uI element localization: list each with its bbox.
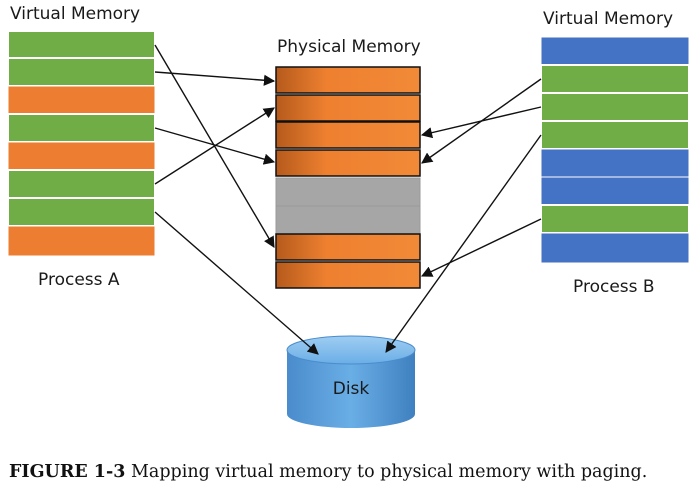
physical-frame-4 bbox=[275, 177, 421, 207]
process-b-page-7 bbox=[540, 232, 690, 264]
arrow-a-page5-to-frame1 bbox=[154, 107, 275, 185]
process-a-page-7 bbox=[7, 225, 156, 257]
disk-label: Disk bbox=[333, 379, 370, 399]
physical-memory-frames bbox=[275, 66, 421, 289]
arrow-a-page1-to-frame0 bbox=[154, 71, 276, 86]
process-b-page-2 bbox=[540, 92, 690, 122]
paging-diagram: Disk bbox=[7, 30, 690, 428]
physical-frame-2 bbox=[275, 121, 421, 149]
process-b-page-4 bbox=[540, 148, 690, 178]
arrow-a-page3-to-frame3 bbox=[154, 127, 276, 165]
arrow-b-page3-to-disk bbox=[385, 134, 542, 353]
process-a-page-5 bbox=[7, 169, 156, 199]
physical-frame-0 bbox=[275, 66, 421, 94]
process-a-page-2 bbox=[7, 85, 156, 115]
process-b-virtual-memory-label: Virtual Memory bbox=[543, 9, 674, 29]
physical-frame-7 bbox=[275, 261, 421, 289]
process-a-page-4 bbox=[7, 141, 156, 171]
arrow-b-page2-to-frame2 bbox=[420, 106, 542, 139]
physical-frame-3 bbox=[275, 149, 421, 177]
process-a-page-6 bbox=[7, 197, 156, 227]
process-b-page-1 bbox=[540, 64, 690, 94]
figure-number: FIGURE 1-3 bbox=[9, 462, 126, 482]
physical-frame-5 bbox=[275, 205, 421, 235]
physical-frame-6 bbox=[275, 233, 421, 261]
arrow-a-page6-to-disk bbox=[154, 211, 319, 355]
process-a-page-1 bbox=[7, 57, 156, 87]
process-b-page-0 bbox=[540, 36, 690, 66]
disk-cylinder bbox=[286, 335, 416, 428]
process-b-page-5 bbox=[540, 176, 690, 206]
physical-frame-1 bbox=[275, 94, 421, 122]
process-b-pages bbox=[540, 36, 690, 264]
figure-caption: FIGURE 1-3 Mapping virtual memory to phy… bbox=[9, 462, 647, 482]
process-a-virtual-memory-label: Virtual Memory bbox=[10, 4, 141, 24]
process-a-label: Process A bbox=[38, 270, 120, 290]
process-a-page-3 bbox=[7, 113, 156, 143]
process-b-page-3 bbox=[540, 120, 690, 150]
process-b-label: Process B bbox=[573, 277, 655, 297]
arrow-b-page6-to-frame7 bbox=[420, 218, 542, 277]
process-b-page-6 bbox=[540, 204, 690, 234]
process-a-pages bbox=[7, 30, 156, 257]
figure-caption-text: Mapping virtual memory to physical memor… bbox=[131, 462, 648, 482]
process-a-page-0 bbox=[7, 30, 156, 59]
mapping-arrows bbox=[154, 44, 542, 355]
physical-memory-label: Physical Memory bbox=[277, 37, 421, 57]
